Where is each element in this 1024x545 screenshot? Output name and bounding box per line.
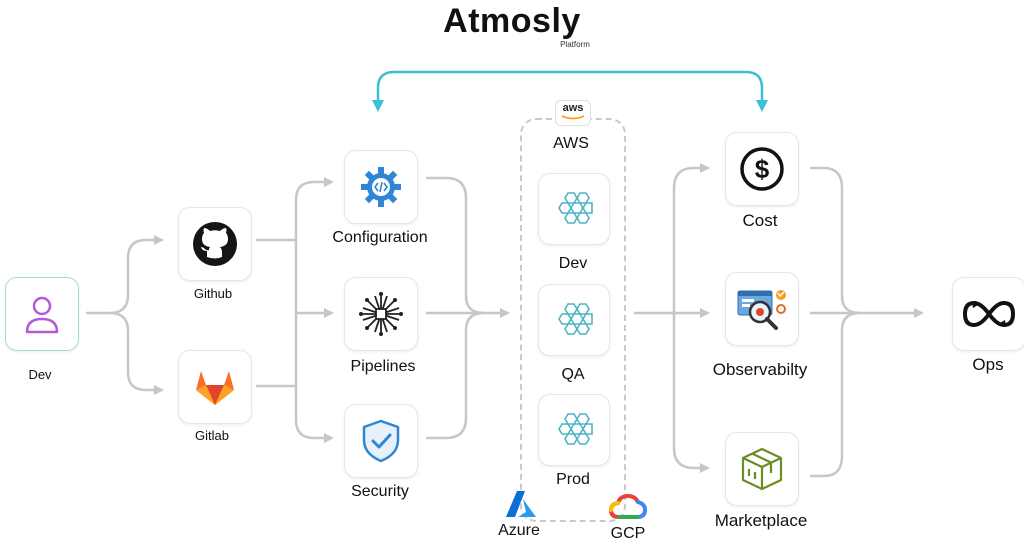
pipelines-node[interactable] xyxy=(344,277,418,351)
platform-arrow xyxy=(376,70,764,108)
svg-text:$: $ xyxy=(755,154,770,184)
env-prod-label: Prod xyxy=(556,471,590,488)
configuration-node[interactable] xyxy=(344,150,418,224)
hex-cluster-icon xyxy=(558,192,593,224)
env-qa-node[interactable] xyxy=(538,284,610,356)
ops-node[interactable] xyxy=(952,277,1024,351)
package-box-icon xyxy=(741,447,783,491)
dev-label: Dev xyxy=(28,367,52,382)
gcp-logo-icon xyxy=(609,493,647,519)
monitoring-magnifier-icon xyxy=(737,290,786,330)
env-dev-label: Dev xyxy=(558,255,588,272)
security-node[interactable] xyxy=(344,404,418,478)
aws-label: AWS xyxy=(553,135,589,152)
user-icon xyxy=(25,296,59,334)
github-label: Github xyxy=(193,286,233,301)
pipelines-label: Pipelines xyxy=(350,358,416,375)
shield-check-icon xyxy=(362,419,400,463)
configuration-label: Configuration xyxy=(332,229,428,246)
aws-logo: aws xyxy=(555,100,591,126)
cost-label: Cost xyxy=(742,211,778,230)
azure-logo-icon xyxy=(506,491,536,517)
env-qa-label: QA xyxy=(561,366,585,383)
marketplace-label: Marketplace xyxy=(714,511,808,530)
dollar-icon: $ xyxy=(740,147,784,191)
gitlab-label: Gitlab xyxy=(195,428,229,443)
security-label: Security xyxy=(351,483,409,500)
hex-cluster-icon xyxy=(558,303,593,335)
hex-cluster-icon xyxy=(558,413,593,445)
env-dev-node[interactable] xyxy=(538,173,610,245)
gitlab-icon xyxy=(196,371,234,405)
github-icon xyxy=(193,222,237,266)
diagram-subtitle: Platform xyxy=(560,40,590,49)
aws-smile-icon xyxy=(561,115,585,120)
env-prod-node[interactable] xyxy=(538,394,610,466)
observability-label: Observabilty xyxy=(712,360,808,379)
gear-icon xyxy=(361,167,401,207)
observability-node[interactable] xyxy=(725,272,799,346)
gcp-label: GCP xyxy=(610,525,646,542)
pipelines-icon xyxy=(359,292,403,336)
diagram-title: Atmosly xyxy=(443,2,581,40)
cost-node[interactable]: $ xyxy=(725,132,799,206)
aws-logo-text: aws xyxy=(562,102,584,114)
gitlab-node[interactable] xyxy=(178,350,252,424)
dev-node[interactable] xyxy=(5,277,79,351)
ops-label: Ops xyxy=(972,355,1004,374)
github-node[interactable] xyxy=(178,207,252,281)
infinity-loop-icon xyxy=(962,300,1016,328)
azure-label: Azure xyxy=(498,522,540,539)
marketplace-node[interactable] xyxy=(725,432,799,506)
